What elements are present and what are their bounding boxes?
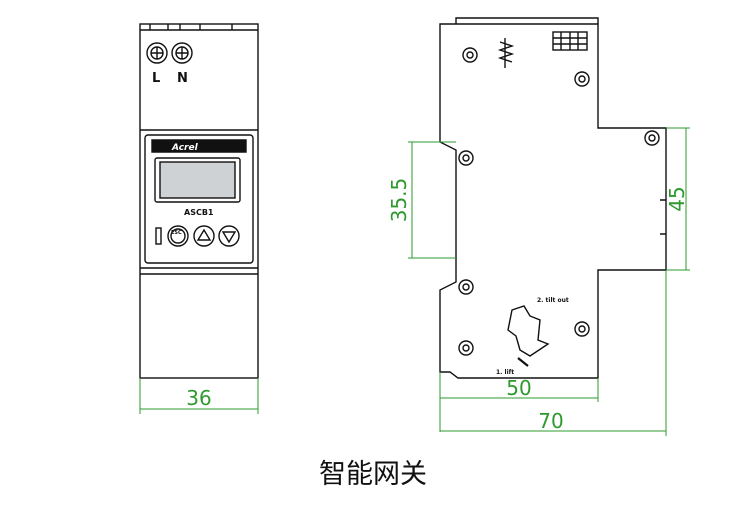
up-button[interactable] <box>193 225 215 247</box>
side-inner-width-value: 50 <box>506 376 531 400</box>
brand-strip <box>151 139 247 153</box>
tilt-out-label: 2. tilt out <box>537 297 569 304</box>
rating-label-lines <box>553 32 587 50</box>
front-width-dimension <box>139 378 259 414</box>
figure-caption: 智能网关 <box>319 459 427 490</box>
side-screw-5 <box>458 279 474 295</box>
side-screw-3 <box>644 130 660 146</box>
front-panel <box>144 134 254 264</box>
front-body-outline <box>139 23 259 379</box>
side-right-height-value: 45 <box>665 186 689 211</box>
din-clip <box>507 305 550 357</box>
side-height-value: 35.5 <box>387 178 411 223</box>
top-cap <box>140 24 258 31</box>
brand-logo-text: Acrel <box>171 143 199 153</box>
side-body-outline <box>439 23 667 379</box>
side-top-ridge <box>455 17 599 24</box>
spring-symbol <box>497 38 515 68</box>
side-screw-7 <box>458 340 474 356</box>
side-clip-marks <box>660 199 666 235</box>
side-total-width-value: 70 <box>538 409 563 433</box>
side-inner-width-dimension <box>439 372 599 432</box>
side-screw-2 <box>574 71 590 87</box>
terminal-label-l: L <box>152 71 160 86</box>
model-label: ASCB1 <box>184 208 214 217</box>
front-width-value: 36 <box>186 386 211 410</box>
lcd-screen <box>159 161 236 199</box>
lcd-frame <box>154 157 241 203</box>
terminal-l-screw <box>146 42 168 64</box>
down-button[interactable] <box>218 225 240 247</box>
side-total-width-dimension <box>440 270 667 436</box>
side-height-dimension <box>408 141 456 259</box>
status-led <box>155 227 162 245</box>
terminal-n-screw <box>171 42 193 64</box>
terminal-label-n: N <box>177 71 188 86</box>
side-view <box>439 17 667 379</box>
lift-label: 1. lift <box>496 369 514 376</box>
lift-arrow <box>517 357 529 367</box>
esc-label: ESC <box>171 230 182 236</box>
front-view <box>139 23 259 379</box>
esc-button[interactable] <box>167 225 189 247</box>
side-screw-1 <box>462 47 478 63</box>
side-screw-6 <box>574 321 590 337</box>
side-screw-4 <box>458 150 474 166</box>
side-right-height-dimension <box>666 127 690 271</box>
